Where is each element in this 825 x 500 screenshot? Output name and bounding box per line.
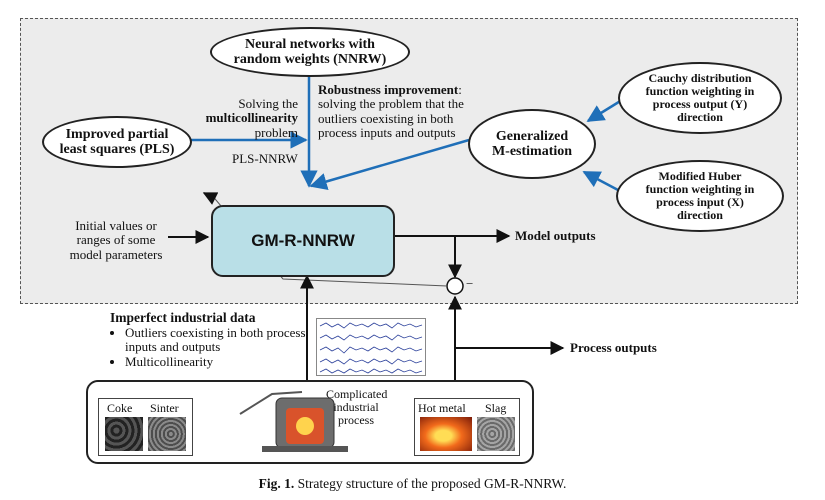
- imperfect-data-block: Imperfect industrial data Outliers coexi…: [110, 310, 308, 369]
- minus-sign: −: [466, 276, 474, 291]
- complicated-process-label: Complicated industrial process: [326, 387, 388, 428]
- gm-r-nnrw-box: GM-R-NNRW: [211, 205, 395, 277]
- caption-prefix: Fig. 1.: [258, 476, 295, 491]
- arrow-gm-to-core: [309, 138, 470, 190]
- signal-trace-3: [319, 346, 423, 354]
- signal-thumbnail: [316, 318, 426, 376]
- solving-label: Solving the multicollinearity problem: [205, 96, 298, 140]
- coke-image: [105, 417, 143, 451]
- furnace-glow: [296, 417, 314, 435]
- coke-label: Coke: [107, 401, 133, 415]
- arrow-huber-to-gm: [582, 170, 619, 192]
- products-box: Hot metal Slag: [414, 398, 520, 456]
- process-outputs-label: Process outputs: [570, 340, 657, 355]
- pls-nnrw-label: PLS-NNRW: [232, 151, 298, 166]
- caption-text: Strategy structure of the proposed GM-R-…: [297, 476, 567, 491]
- arrow-cauchy-to-gm: [586, 98, 623, 123]
- sinter-image: [148, 417, 186, 451]
- hot-metal-label: Hot metal: [418, 401, 466, 415]
- signal-trace-4: [319, 358, 423, 365]
- furnace-conveyor: [239, 391, 303, 415]
- furnace-base: [262, 446, 348, 452]
- bullet-multicollinearity: Multicollinearity: [125, 354, 308, 369]
- robustness-label: Robustness improvement: solving the prob…: [318, 82, 464, 140]
- figure-caption: Fig. 1. Strategy structure of the propos…: [0, 476, 825, 492]
- slag-image: [477, 417, 515, 451]
- raw-materials-box: Coke Sinter: [98, 398, 193, 456]
- comparator-circle: [446, 277, 464, 295]
- initial-values-label: Initial values or ranges of some model p…: [69, 218, 163, 262]
- model-outputs-label: Model outputs: [515, 228, 596, 243]
- feedback-arrowhead: [202, 192, 219, 205]
- hot-metal-image: [420, 417, 472, 451]
- imperfect-data-title: Imperfect industrial data: [110, 310, 256, 325]
- signal-trace-5: [319, 368, 423, 374]
- blast-furnace-image: [239, 391, 348, 452]
- slag-label: Slag: [485, 401, 507, 415]
- bullet-outliers: Outliers coexisting in both process inpu…: [125, 325, 308, 355]
- sinter-label: Sinter: [150, 401, 179, 415]
- signal-trace-2: [319, 334, 423, 341]
- signal-trace-1: [319, 322, 423, 329]
